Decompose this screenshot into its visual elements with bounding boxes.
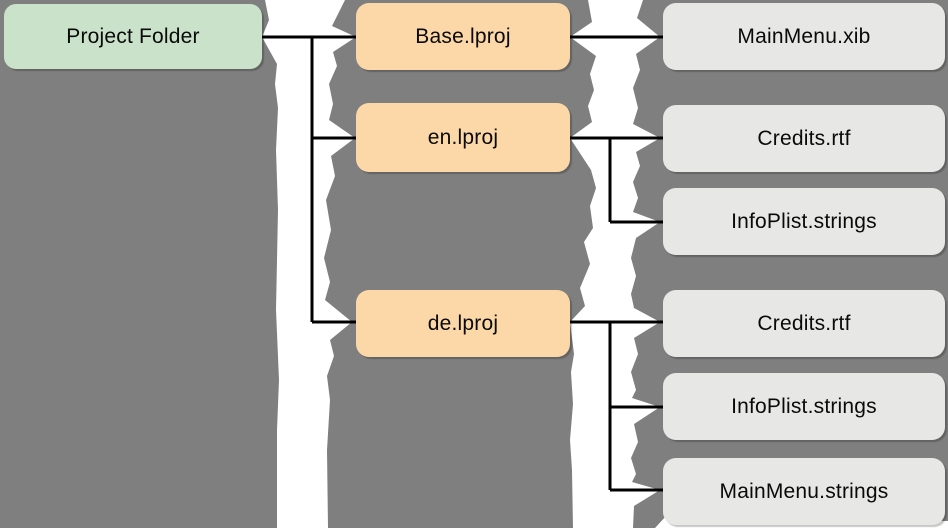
node-credits-rtf-de: Credits.rtf [663,290,945,357]
node-infoplist-strings-en: InfoPlist.strings [663,188,945,255]
node-mainmenu-strings-de: MainMenu.strings [663,458,945,525]
node-infoplist-strings-de: InfoPlist.strings [663,373,945,440]
torn-edge-right-band [570,0,660,528]
node-label: InfoPlist.strings [731,209,877,233]
node-label: InfoPlist.strings [731,394,877,418]
torn-edge-left-band [262,0,356,528]
node-label: Base.lproj [415,24,511,48]
node-en-lproj: en.lproj [356,103,570,172]
node-credits-rtf-en: Credits.rtf [663,105,945,172]
node-label: en.lproj [427,125,499,149]
node-label: MainMenu.strings [719,479,889,503]
node-de-lproj: de.lproj [356,290,570,357]
node-label: Credits.rtf [757,126,851,150]
node-label: Project Folder [66,24,200,48]
tree-connector-lines [258,35,665,492]
node-label: Credits.rtf [757,311,851,335]
node-project-folder: Project Folder [4,4,262,69]
node-label: de.lproj [427,311,499,335]
node-base-lproj: Base.lproj [356,3,570,70]
node-label: MainMenu.xib [737,24,871,48]
node-mainmenu-xib: MainMenu.xib [663,3,945,70]
